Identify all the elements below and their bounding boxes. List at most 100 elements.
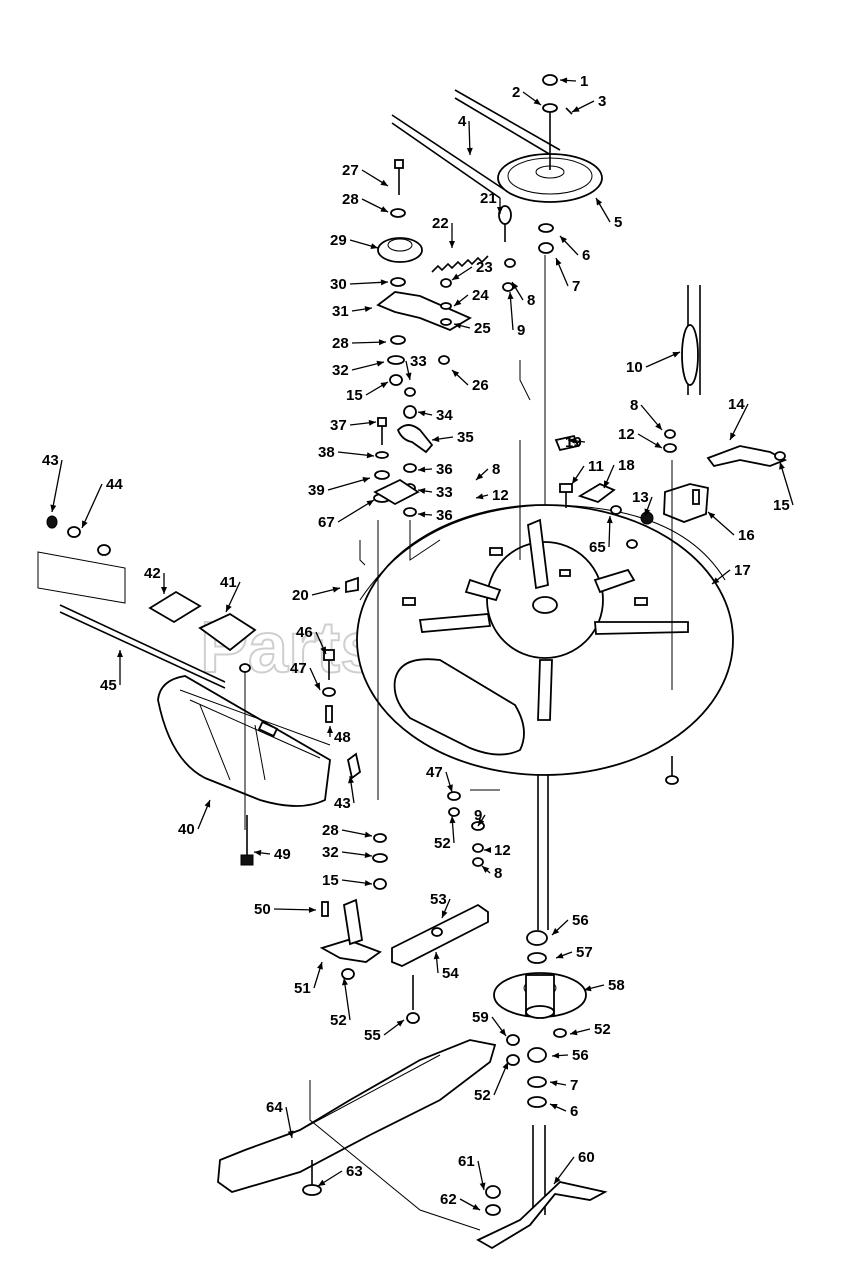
callout-arrowhead-25 [454, 322, 462, 329]
part-label-43: 43 [42, 452, 59, 469]
eye-bolt [498, 205, 516, 292]
callout-arrowhead-47 [447, 784, 453, 792]
bolt-66 [665, 756, 679, 785]
part-label-25: 25 [474, 320, 491, 337]
part-label-56: 56 [572, 912, 589, 929]
part-label-11: 11 [588, 458, 604, 475]
part-label-32: 32 [332, 362, 349, 379]
idler-pulley [377, 237, 423, 287]
bolt-11 [559, 483, 573, 508]
callout-arrowhead-52 [502, 1062, 509, 1070]
callout-arrow-50 [273, 908, 317, 911]
chute-washer [239, 663, 251, 673]
part-label-8: 8 [630, 397, 638, 414]
part-label-50: 50 [254, 901, 271, 918]
part-label-23: 23 [476, 259, 493, 276]
part-label-7: 7 [570, 1077, 578, 1094]
callout-arrow-39 [327, 477, 371, 491]
callout-arrowhead-28 [380, 206, 388, 212]
clip-20 [345, 576, 359, 594]
callout-arrowhead-60 [554, 1176, 561, 1184]
part-label-46: 46 [296, 624, 313, 641]
part-label-13: 13 [632, 489, 649, 506]
callout-arrowhead-40 [204, 800, 211, 808]
callout-arrowhead-56 [552, 1052, 560, 1059]
callout-arrowhead-8 [482, 866, 490, 873]
callout-arrowhead-9 [507, 292, 514, 300]
callout-arrowhead-53 [441, 910, 448, 918]
callout-arrowhead-8 [655, 422, 662, 430]
plate-42 [148, 590, 202, 624]
callout-arrowhead-2 [533, 98, 541, 105]
bolt-27 [390, 159, 406, 218]
part-label-5: 5 [614, 214, 622, 231]
part-label-10: 10 [626, 359, 643, 376]
callout-arrowhead-21 [497, 207, 503, 214]
callout-arrowhead-51 [317, 962, 323, 970]
bracket-16 [663, 483, 709, 523]
part-label-55: 55 [364, 1027, 381, 1044]
adjust-lever [373, 387, 434, 517]
blade-adapter [476, 1125, 608, 1250]
callout-arrowhead-59 [499, 1028, 506, 1036]
part-label-58: 58 [608, 977, 625, 994]
part-label-36: 36 [436, 461, 453, 478]
part-label-9: 9 [474, 807, 482, 824]
part-label-28: 28 [342, 191, 359, 208]
callout-arrowhead-32 [376, 360, 384, 367]
part-label-40: 40 [178, 821, 195, 838]
callout-arrowhead-62 [472, 1203, 480, 1210]
callout-arrowhead-52 [570, 1029, 578, 1036]
part-label-49: 49 [274, 846, 291, 863]
callout-arrowhead-30 [380, 279, 388, 286]
part-label-6: 6 [582, 247, 590, 264]
callout-arrow-15 [779, 461, 794, 506]
part-label-22: 22 [432, 215, 449, 232]
part-label-17: 17 [734, 562, 751, 579]
callout-arrowhead-5 [596, 198, 603, 206]
part-label-31: 31 [332, 303, 349, 320]
part-label-45: 45 [100, 677, 117, 694]
callout-arrowhead-7 [556, 258, 562, 266]
washer-8-right [664, 429, 676, 439]
callout-arrowhead-49 [254, 849, 262, 856]
callout-arrowhead-56 [552, 928, 560, 935]
part-label-33: 33 [436, 484, 453, 501]
part-label-8: 8 [494, 865, 502, 882]
part-label-29: 29 [330, 232, 347, 249]
part-label-28: 28 [332, 335, 349, 352]
part-label-3: 3 [598, 93, 606, 110]
callout-arrowhead-42 [161, 587, 167, 594]
top-hardware [538, 74, 573, 254]
control-cable [681, 285, 701, 395]
part-label-67: 67 [318, 514, 335, 531]
callout-arrowhead-52 [342, 978, 348, 986]
callout-arrowhead-54 [433, 952, 440, 960]
part-label-6: 6 [570, 1103, 578, 1120]
callout-arrowhead-45 [117, 650, 123, 657]
part-label-8: 8 [492, 461, 500, 478]
washer-12-right [663, 443, 677, 453]
callout-arrowhead-17 [712, 577, 720, 584]
bolt-55 [406, 975, 420, 1024]
callout-arrowhead-7 [550, 1080, 558, 1087]
part-label-60: 60 [578, 1149, 595, 1166]
callout-arrowhead-15 [364, 880, 372, 887]
mower-deck-housing [356, 504, 734, 776]
part-label-7: 7 [572, 278, 580, 295]
callout-arrowhead-22 [449, 241, 455, 248]
part-label-63: 63 [346, 1163, 363, 1180]
part-label-24: 24 [472, 287, 489, 304]
part-label-9: 9 [517, 322, 525, 339]
part-label-54: 54 [442, 965, 459, 982]
callout-arrowhead-65 [606, 516, 613, 524]
callout-arrowhead-8 [476, 473, 484, 480]
part-label-15: 15 [346, 387, 363, 404]
part-label-12: 12 [492, 487, 509, 504]
callout-arrowhead-4 [466, 147, 473, 155]
part-label-51: 51 [294, 980, 311, 997]
callout-arrowhead-41 [226, 604, 232, 612]
callout-arrowhead-11 [572, 476, 579, 484]
part-label-12: 12 [618, 426, 635, 443]
callout-arrowhead-55 [396, 1020, 404, 1027]
